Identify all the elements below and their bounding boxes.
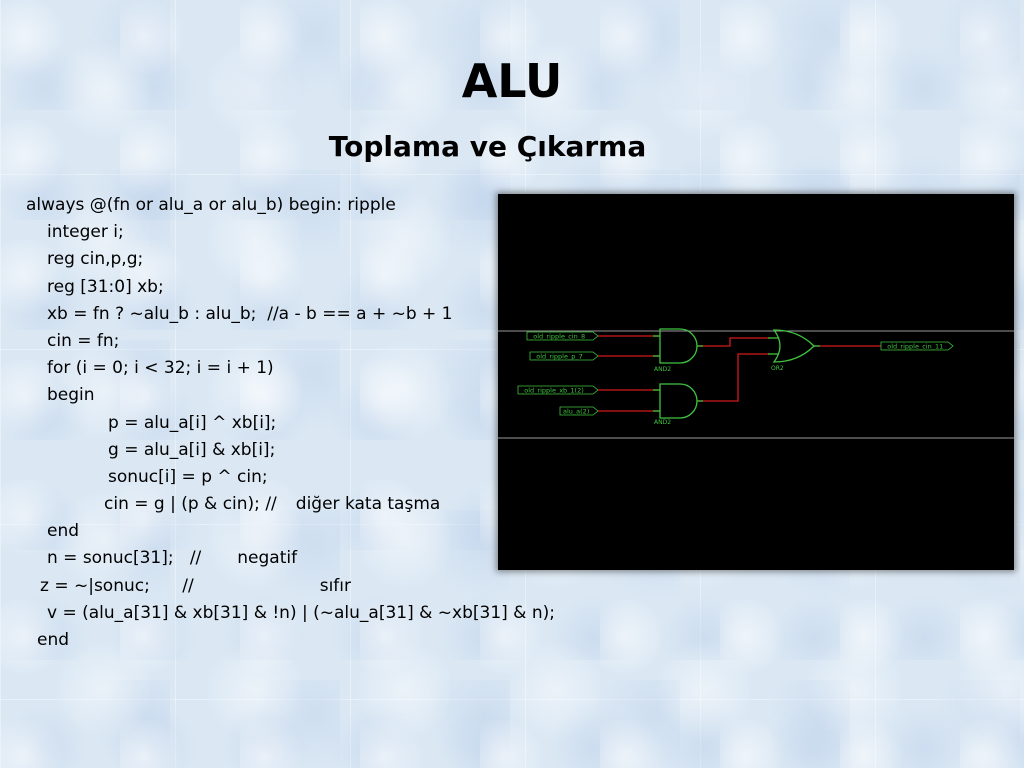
- gate-label: AND2: [654, 419, 671, 426]
- code-line: begin: [26, 382, 555, 409]
- code-text: sonuc[i] = p ^ cin;: [108, 466, 268, 487]
- code-text: end: [47, 521, 80, 542]
- net-label-in3: _old_ripple_xb_1(2): [517, 385, 599, 395]
- code-text: reg cin,p,g;: [47, 249, 144, 270]
- code-line: reg [31:0] xb;: [26, 274, 555, 301]
- code-block: always @(fn or alu_a or alu_b) begin: ri…: [26, 192, 555, 654]
- code-text: cin = g | (p & cin); //: [104, 494, 277, 515]
- code-text: g = alu_a[i] & xb[i];: [108, 439, 276, 460]
- code-text: end: [37, 630, 70, 650]
- net-label-in1: _old_ripple_cin_8: [526, 331, 599, 341]
- code-line: n = sonuc[31]; // negatif: [26, 545, 555, 572]
- schematic-wires: [598, 335, 881, 412]
- code-line: sonuc[i] = p ^ cin;: [26, 464, 555, 491]
- code-line: v = (alu_a[31] & xb[31] & !n) | (~alu_a[…: [26, 600, 555, 627]
- code-comment: sıfır: [319, 575, 351, 596]
- code-text: reg [31:0] xb;: [47, 276, 164, 297]
- and-gate-1: [653, 328, 703, 364]
- code-line: cin = g | (p & cin); // diğer kata taşma: [26, 491, 555, 518]
- code-text: v = (alu_a[31] & xb[31] & !n) | (~alu_a[…: [47, 602, 555, 623]
- code-text: p = alu_a[i] ^ xb[i];: [108, 412, 277, 433]
- svg-text:_old_ripple_cin_8: _old_ripple_cin_8: [529, 333, 585, 341]
- net-label-in2: _old_ripple_p_7: [529, 351, 599, 361]
- code-line: always @(fn or alu_a or alu_b) begin: ri…: [26, 192, 555, 219]
- code-text: begin: [47, 385, 95, 406]
- slide-subtitle: Toplama ve Çıkarma: [328, 130, 647, 163]
- gate-label: OR2: [771, 365, 784, 372]
- svg-text:alu_a(2): alu_a(2): [563, 408, 589, 416]
- code-text: z = ~|sonuc; //: [40, 575, 194, 596]
- code-comment: diğer kata taşma: [295, 494, 441, 515]
- slide-title: ALU: [461, 54, 563, 108]
- code-line: cin = fn;: [26, 328, 555, 355]
- code-text: xb = fn ? ~alu_b : alu_b; //a - b == a +…: [47, 303, 453, 324]
- code-text: always @(fn or alu_a or alu_b) begin: ri…: [26, 195, 396, 215]
- code-line: g = alu_a[i] & xb[i];: [26, 437, 555, 464]
- code-line: xb = fn ? ~alu_b : alu_b; //a - b == a +…: [26, 301, 555, 328]
- svg-text:_old_ripple_p_7: _old_ripple_p_7: [532, 353, 583, 361]
- schematic-panel: _old_ripple_cin_8 _old_ripple_p_7 _old_r…: [498, 194, 1014, 570]
- code-line: for (i = 0; i < 32; i = i + 1): [26, 355, 555, 382]
- net-label-out: _old_ripple_cin_11: [880, 341, 954, 351]
- svg-text:_old_ripple_cin_11: _old_ripple_cin_11: [883, 343, 943, 351]
- code-comment: negatif: [237, 548, 298, 569]
- code-line: p = alu_a[i] ^ xb[i];: [26, 410, 555, 437]
- code-line: reg cin,p,g;: [26, 246, 555, 273]
- code-line: integer i;: [26, 219, 555, 246]
- code-line: end: [26, 518, 555, 545]
- and-gate-2: [653, 383, 703, 419]
- code-text: cin = fn;: [47, 330, 120, 351]
- or-gate: [768, 329, 820, 363]
- code-line: end: [26, 627, 555, 654]
- code-text: n = sonuc[31]; //: [47, 548, 202, 569]
- code-text: for (i = 0; i < 32; i = i + 1): [47, 358, 274, 379]
- code-text: integer i;: [47, 222, 124, 243]
- svg-text:_old_ripple_xb_1(2): _old_ripple_xb_1(2): [520, 387, 584, 395]
- net-label-in4: alu_a(2): [559, 406, 599, 416]
- gate-label: AND2: [654, 366, 671, 373]
- code-line: z = ~|sonuc; // sıfır: [26, 573, 555, 600]
- schematic-diagram: _old_ripple_cin_8 _old_ripple_p_7 _old_r…: [498, 328, 1014, 439]
